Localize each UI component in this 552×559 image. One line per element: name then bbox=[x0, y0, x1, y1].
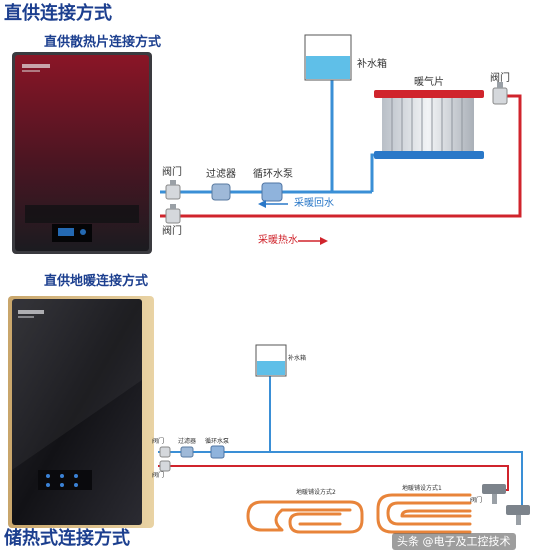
title-floor-heating-connection: 直供地暖连接方式 bbox=[44, 274, 149, 289]
title-radiator-connection: 直供散热片连接方式 bbox=[44, 35, 162, 50]
label-manifold-valve: 阀门 bbox=[470, 497, 483, 504]
manifold-lower bbox=[506, 505, 530, 525]
label-tank-1: 补水箱 bbox=[357, 59, 387, 70]
radiator-pipes bbox=[160, 80, 522, 218]
label-radiator: 暖气片 bbox=[414, 77, 444, 88]
label-supply-water: 采暖热水 bbox=[258, 235, 298, 246]
filter-2 bbox=[180, 446, 194, 458]
filter-1 bbox=[211, 183, 231, 201]
return-flow-arrow bbox=[258, 200, 288, 208]
valve-supply-1 bbox=[165, 204, 181, 224]
label-pump-2: 循环水泵 bbox=[205, 438, 230, 445]
title-direct-supply: 直供连接方式 bbox=[4, 3, 112, 24]
label-valve-return: 阀门 bbox=[162, 167, 182, 178]
floor-loop-2 bbox=[246, 500, 364, 534]
pump-2 bbox=[210, 445, 225, 459]
label-valve-supply: 阀门 bbox=[162, 226, 182, 237]
label-valve-right: 阀门 bbox=[490, 73, 510, 84]
title-storage-connection: 储热式连接方式 bbox=[4, 528, 130, 549]
label-floor-loop-2: 地暖铺设方式2 bbox=[296, 489, 336, 496]
valve-return-2 bbox=[159, 446, 171, 458]
heater-unit-radiator bbox=[12, 52, 152, 254]
label-filter-2: 过滤器 bbox=[178, 438, 197, 445]
supply-flow-arrow bbox=[298, 237, 328, 245]
brand-logo bbox=[18, 310, 44, 314]
radiator-hot-header bbox=[374, 90, 484, 98]
watermark: 头条 @电子及工控技术 bbox=[392, 533, 516, 550]
valve-supply-2 bbox=[159, 460, 171, 472]
radiator-cold-header bbox=[374, 151, 484, 159]
pump-1 bbox=[261, 182, 283, 202]
label-return-water: 采暖回水 bbox=[294, 198, 334, 209]
label-valve-return-2: 阀门 bbox=[152, 438, 165, 445]
radiator bbox=[374, 90, 484, 159]
display-panel bbox=[38, 470, 92, 490]
manifold-upper bbox=[482, 484, 506, 504]
label-floor-loop-1: 地暖铺设方式1 bbox=[402, 485, 442, 492]
label-tank-2: 补水箱 bbox=[288, 355, 307, 362]
valve-radiator-right bbox=[492, 82, 508, 105]
expansion-tank-1 bbox=[304, 34, 352, 81]
heater-unit-floor bbox=[8, 296, 154, 528]
label-valve-supply-2: 阀门 bbox=[152, 472, 165, 479]
valve-return-1 bbox=[165, 180, 181, 200]
label-filter-1: 过滤器 bbox=[206, 169, 236, 180]
brand-logo bbox=[22, 64, 50, 68]
label-pump-1: 循环水泵 bbox=[253, 169, 293, 180]
expansion-tank-2 bbox=[255, 344, 287, 377]
floor-loop-1 bbox=[376, 493, 472, 534]
